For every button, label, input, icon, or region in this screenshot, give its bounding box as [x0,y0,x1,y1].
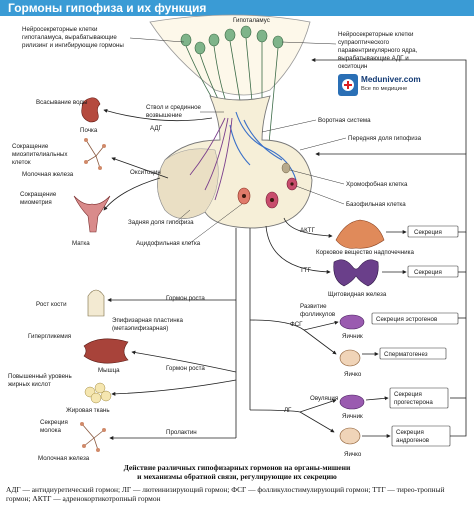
label-fatty-acids-1: Повышенный уровень [8,373,72,380]
label-ovary-2: Яичник [342,413,363,420]
label-fatty-acids-2: жирных кислот [8,381,51,388]
muscle-icon [83,338,129,364]
label-posterior-lobe: Задняя доля гипофиза [128,219,194,226]
label-neurosecretory-left-3: рилизинг и ингибирующие гормоны [22,42,124,49]
label-spermatogenesis: Сперматогенез [384,351,428,358]
bone-icon [87,289,105,317]
label-estrogen-secretion: Секреция эстрогенов [376,316,438,323]
label-testis-1: Яичко [344,371,362,378]
logo-tagline: Все по медицине [361,86,408,92]
label-ovulation: Овуляция [310,395,338,402]
abbreviations-footnote: АДГ — антидиуретический гормон; ЛГ — лют… [6,485,445,503]
title-bar: Гормоны гипофиза и их функция [0,0,474,16]
label-myoepithelial-2: миоэпителиальных [12,151,68,158]
label-stalk-2: возвышение [146,112,182,119]
label-muscle: Мышца [98,367,120,374]
label-progesterone-2: прогестерона [394,399,433,406]
label-tsh: ТТГ [300,267,312,274]
label-neurosecretory-right-2: супраоптического [338,39,390,46]
label-bone-growth: Рост кости [36,301,67,308]
label-myoepithelial-3: клеток [12,159,31,166]
uterus-icon [73,195,111,233]
label-uterus: Матка [72,240,90,247]
label-fsh: ФСГ [290,321,303,328]
label-acth-secretion: Секреция [414,229,442,236]
label-anterior-lobe: Передняя доля гипофиза [348,135,422,142]
figure-caption: Действие различных гипофизарных гормонов… [0,463,474,481]
mammary-gland-icon [84,138,106,170]
label-adrenal-cortex: Корковое вещество надпочечника [316,249,414,256]
anterior-lobe-cells [237,162,298,209]
label-epiphyseal-2: (метаэпифизарная) [112,325,168,332]
nerve-fibers [189,117,233,201]
page-title: Гормоны гипофиза и их функция [8,1,207,15]
label-oxytocin: Окситоцин [130,169,161,176]
label-thyroid: Щитовидная железа [328,291,387,298]
label-acidophil: Ацидофильная клетка [136,240,201,247]
label-prolactin: Пролактин [166,429,197,436]
label-neurosecretory-right-1: Нейросекреторные клетки [338,31,414,38]
adipose-icon [84,382,112,404]
label-adipose: Жировая ткань [66,407,110,414]
label-androgen-2: андрогенов [396,437,430,444]
label-neurosecretory-right-3: паравентрикулярного ядра, [338,47,418,54]
caption-line-1: Действие различных гипофизарных гормонов… [123,463,351,472]
label-myometrium-2: миометрия [20,199,52,206]
testis-lh-icon [339,427,361,445]
label-androgen-1: Секреция [396,429,424,436]
label-tsh-secretion: Секреция [414,269,442,276]
label-testis-2: Яичко [344,451,362,458]
label-epiphyseal-1: Эпифизарная пластинка [112,317,183,324]
label-hyperglycemia: Гипергликемия [28,333,71,340]
label-neurosecretory-right-4: вырабатывающие АДГ и [338,55,409,62]
label-growth-hormone-1: Гормон роста [166,295,205,302]
feedback-arrows [311,58,467,437]
label-milk-1: Секреция [40,419,68,426]
label-neurosecretory-left-1: Нейросекреторные клетки [22,26,98,33]
label-mammary-prolactin: Молочная железа [38,455,90,462]
label-acth: АКТГ [300,227,316,234]
label-water-absorption: Всасывание воды [36,99,88,106]
label-progesterone-1: Секреция [394,391,422,398]
thyroid-icon [333,259,379,287]
label-growth-hormone-2: Гормон роста [166,365,205,372]
kidney-icon [81,97,101,123]
label-basophil: Базофильная клетка [346,201,406,208]
hypothalamus-shape [149,14,311,96]
label-myometrium-1: Сокращение [20,191,57,198]
label-follicle-dev-2: фолликулов [300,311,336,318]
adrenal-icon [335,219,385,249]
label-chromophobe: Хромофобная клетка [346,181,408,188]
label-adh: АДГ [150,125,163,132]
logo[interactable]: Meduniver.com Все по медицине [338,74,434,98]
medical-cross-icon [342,79,354,91]
logo-name: Meduniver.com [361,75,421,84]
label-milk-2: молока [40,427,62,434]
label-neurosecretory-right-5: окситоцин [338,63,367,70]
label-stalk-1: Ствол и срединное [146,104,202,111]
label-myoepithelial-1: Сокращение [12,143,49,150]
ovary-lh-icon [339,394,365,410]
label-follicle-dev-1: Развитие [300,303,327,310]
caption-line-2: и механизмы обратной связи, регулирующие… [137,472,337,481]
label-neurosecretory-left-2: гипоталамуса, вырабатывающие [22,34,117,41]
label-hypothalamus: Гипоталамус [233,17,270,24]
testis-fsh-icon [339,349,361,367]
ovary-fsh-icon [339,314,365,330]
label-portal-system: Воротная система [318,117,371,124]
label-kidney: Почка [80,127,98,134]
label-mammary-gland: Молочная железа [22,171,74,178]
mammary-milk-icon [80,422,106,452]
label-ovary-1: Яичник [342,333,363,340]
